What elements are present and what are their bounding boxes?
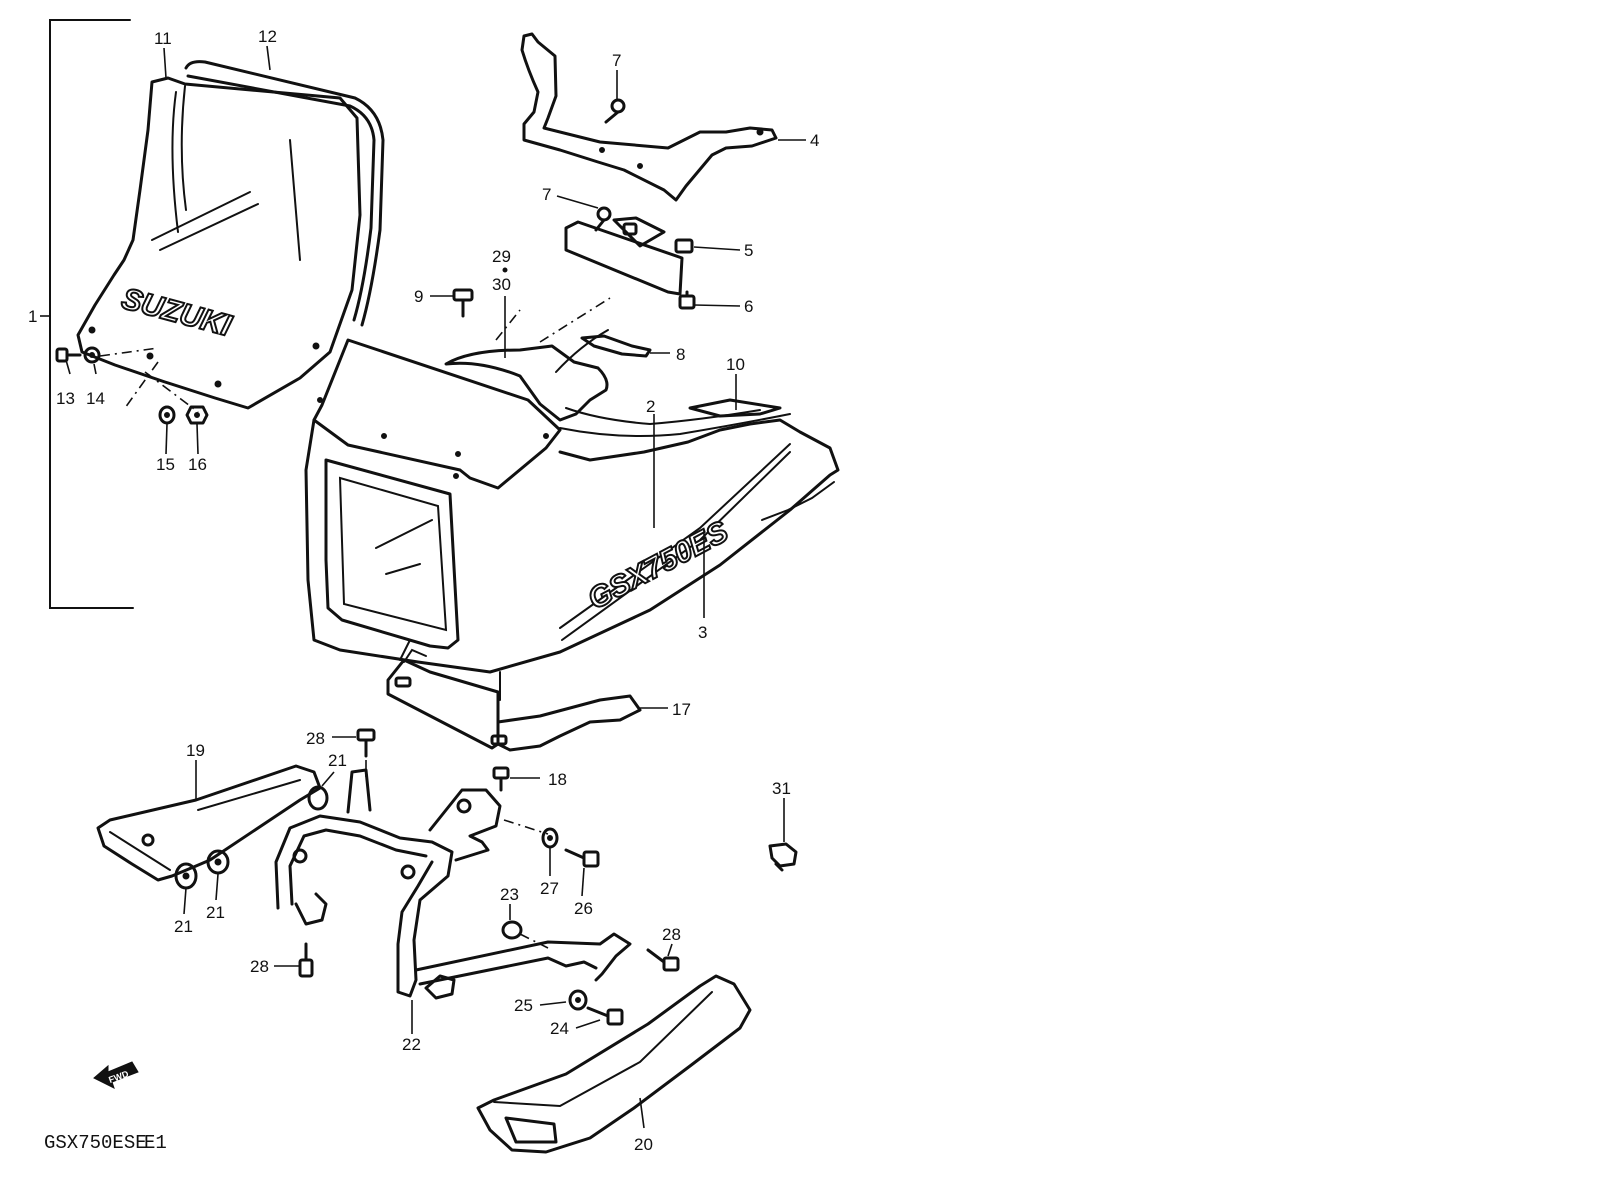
- bolt-9[interactable]: [452, 288, 474, 318]
- windscreen-trim[interactable]: [184, 60, 385, 327]
- bolt-26[interactable]: [564, 848, 600, 868]
- callout-28-right: 28: [662, 925, 681, 944]
- clip-31[interactable]: [768, 842, 798, 872]
- callout-21-left: 21: [174, 917, 193, 936]
- callout-2: 2: [646, 397, 655, 416]
- callout-labels: 1 2 3 4 5 6 7 7 8 9 10 11 12 13 14 15 16…: [28, 27, 819, 1154]
- cowl-decal: GSX750ES: [583, 515, 734, 616]
- callout-28-top: 28: [306, 729, 325, 748]
- model-variant: E1: [144, 1132, 167, 1154]
- callout-15: 15: [156, 455, 175, 474]
- callout-8: 8: [676, 345, 685, 364]
- callout-16: 16: [188, 455, 207, 474]
- callout-11: 11: [154, 29, 172, 48]
- screw-7-upper[interactable]: [604, 98, 626, 124]
- mount-plate[interactable]: [564, 216, 694, 296]
- callout-19: 19: [186, 741, 205, 760]
- frame-stay[interactable]: [274, 768, 632, 1000]
- callout-4: 4: [810, 131, 819, 150]
- callout-7-upper: 7: [612, 51, 621, 70]
- callout-14: 14: [86, 389, 105, 408]
- side-bracket[interactable]: [96, 764, 322, 882]
- callout-17: 17: [672, 700, 691, 719]
- lower-cover[interactable]: [476, 974, 752, 1154]
- callout-5: 5: [744, 241, 753, 260]
- grommet-21-upper[interactable]: [307, 785, 329, 811]
- callout-20: 20: [634, 1135, 653, 1154]
- windscreen[interactable]: SUZUKI: [76, 76, 362, 410]
- inner-cowl-panel[interactable]: [386, 648, 642, 752]
- forward-direction-arrow-icon: FWD: [93, 1061, 139, 1089]
- callout-24: 24: [550, 1019, 569, 1038]
- callout-7-lower: 7: [542, 185, 551, 204]
- callout-6: 6: [744, 297, 753, 316]
- washer-27[interactable]: [541, 827, 559, 849]
- nut-15[interactable]: [158, 405, 176, 425]
- callout-10: 10: [726, 355, 745, 374]
- callout-31: 31: [772, 779, 791, 798]
- bolt-18[interactable]: [492, 766, 510, 792]
- grommet-21-left[interactable]: [174, 862, 198, 890]
- grommet-21-right[interactable]: [206, 849, 230, 875]
- callout-1: 1: [28, 307, 37, 326]
- bolt-28-top[interactable]: [356, 728, 376, 758]
- callout-22: 22: [402, 1035, 421, 1054]
- callout-3: 3: [698, 623, 707, 642]
- callout-18: 18: [548, 770, 567, 789]
- cap-23[interactable]: [501, 920, 523, 940]
- callout-29: 29: [492, 247, 511, 266]
- washer-25[interactable]: [568, 989, 588, 1011]
- assembly-bracket: [40, 19, 134, 609]
- bolt-6[interactable]: [678, 290, 696, 310]
- callout-28-left: 28: [250, 957, 269, 976]
- washer-14[interactable]: [83, 346, 101, 364]
- bolt-28-left[interactable]: [298, 942, 314, 978]
- clamp[interactable]: [580, 334, 652, 358]
- cowl-bracket[interactable]: [520, 32, 778, 202]
- callout-21-upper: 21: [328, 751, 347, 770]
- callout-23: 23: [500, 885, 519, 904]
- callout-12: 12: [258, 27, 277, 46]
- windscreen-logo: SUZUKI: [118, 282, 235, 343]
- model-code: GSX750ESE: [44, 1132, 147, 1154]
- leader-lines: [65, 45, 806, 1129]
- screw-7-lower[interactable]: [594, 206, 612, 232]
- callout-27: 27: [540, 879, 559, 898]
- diagram-caption: GSX750ESE E1: [44, 1132, 167, 1154]
- screw-13[interactable]: [55, 347, 82, 363]
- callout-30: 30: [492, 275, 511, 294]
- upper-cowl[interactable]: GSX750ES: [304, 329, 840, 674]
- bolt-28-right[interactable]: [646, 948, 680, 972]
- callout-25: 25: [514, 996, 533, 1015]
- callout-26: 26: [574, 899, 593, 918]
- callout-13: 13: [56, 389, 75, 408]
- bolt-24[interactable]: [586, 1006, 624, 1026]
- nut-16[interactable]: [185, 405, 209, 425]
- callout-9: 9: [414, 287, 423, 306]
- callout-21-right: 21: [206, 903, 225, 922]
